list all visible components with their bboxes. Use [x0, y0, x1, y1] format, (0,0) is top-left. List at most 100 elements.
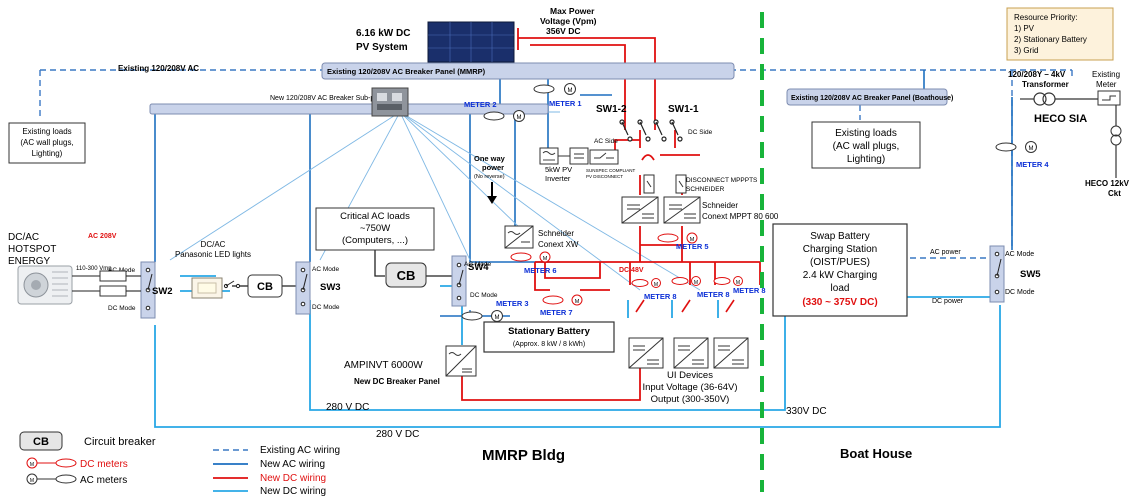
ampinvt-inverter: AMPINVT 6000W New DC Breaker Panel [344, 345, 477, 386]
pv-inverter: 5kW PV Inverter SUNSPEC COMPLIANT PV DIS… [539, 147, 636, 183]
dc48-label: DC 48V [619, 267, 644, 274]
sw5-dc-mode: DC Mode [1005, 289, 1035, 296]
meter-7-label: METER 7 [540, 308, 573, 317]
ac-meter-2: M METER 2 [464, 100, 525, 122]
cb-led-label: CB [257, 281, 273, 293]
conext-xw-line1: Schneider [538, 229, 574, 238]
bus-280-b: 280 V DC [376, 429, 419, 440]
meter-8b-label: METER 8 [697, 290, 730, 299]
ampinvt-label: AMPINVT 6000W [344, 360, 423, 371]
building-boathouse: Boat House [840, 446, 912, 461]
red-wire-hop [641, 154, 655, 161]
one-way-line1: One way [474, 154, 506, 163]
sw1-1-label: SW1-1 [668, 104, 699, 115]
mppt-disconnects: DISCONNECT MPPPTS SCHNEIDER [643, 174, 758, 194]
dc-meter-8b: M METER 8 [671, 276, 730, 299]
dc-meter-6: M METER 6 [510, 251, 557, 275]
controller-links [169, 111, 701, 291]
boathouse-panel-label: Existing 120/208V AC Breaker Panel (Boat… [791, 95, 953, 102]
critical-loads-line3: (Computers, ...) [342, 235, 408, 246]
hotspot-ac208: AC 208V [88, 233, 117, 240]
mppt-disconnect-line1: DISCONNECT MPPPTS [686, 177, 758, 184]
transformer-line2: Transformer [1022, 80, 1069, 89]
transformer-group: 120/208Y – 4kV Transformer Existing Mete… [1008, 70, 1130, 198]
existing-loads-left-line3: Lighting) [32, 149, 63, 158]
cb-critical [385, 262, 427, 288]
sw5-label: SW5 [1020, 269, 1041, 280]
dc-meter-8a: M METER 8 [631, 278, 677, 301]
meter-7-symbol: M [575, 299, 580, 305]
priority-item-2: 2) Stationary Battery [1014, 35, 1087, 44]
heco-sia: HECO SIA [1034, 113, 1087, 125]
critical-loads-line2: ~750W [360, 223, 390, 234]
transformer-line1: 120/208Y – 4kV [1008, 70, 1066, 79]
conext-mppt-line1: Schneider [702, 201, 738, 210]
ac-side-label: AC Side [594, 138, 618, 145]
pv-inverter-line1: 5kW PV [545, 165, 572, 174]
legend-dc-meter-symbol: M [30, 462, 34, 468]
controller-device [371, 87, 409, 117]
swap-line5: load [831, 283, 850, 294]
lightblue-dc-wiring [154, 275, 1001, 428]
existing-loads-left-line2: (AC wall plugs, [20, 138, 73, 147]
vpm-line1: Max Power [550, 6, 595, 16]
meter-8a-symbol: M [654, 282, 658, 288]
sw4-ac-mode: AC Mode [464, 261, 491, 268]
conext-mppt-line2: Conext MPPT 80 600 [702, 212, 779, 221]
controller-graphic [371, 87, 409, 117]
meter-1-symbol: M [568, 88, 573, 94]
swap-line4: 2.4 kW Charging [803, 270, 877, 281]
existing-meter-box [1097, 90, 1121, 106]
critical-loads-box [315, 207, 435, 251]
existing-loads-right-line2: (AC wall plugs, [833, 141, 900, 152]
meter-2-label: METER 2 [464, 100, 497, 109]
meter-1-label: METER 1 [549, 99, 582, 108]
hotspot-energy: DC/AC HOTSPOT ENERGY 110-300 Vmp AC 208V [8, 232, 141, 305]
sw4-dc-mode: DC Mode [470, 292, 498, 299]
dc-breaker-panel-label: New DC Breaker Panel [354, 377, 440, 386]
led-line2: Panasonic LED lights [175, 250, 251, 259]
meter-2-symbol: M [517, 115, 522, 121]
disconnect-line2: PV DISCONNECT [586, 174, 623, 179]
sw5-ac-mode: AC Mode [1005, 251, 1034, 258]
legend: CB Circuit breaker M DC meters M AC mete… [19, 431, 340, 497]
meter-4-label: METER 4 [1016, 160, 1049, 169]
swap-station-box [772, 223, 908, 317]
cb-led [247, 274, 283, 298]
swap-line1: Swap Battery [810, 231, 869, 242]
sw1-2-label: SW1-2 [596, 104, 627, 115]
legend-dc-meters: DC meters [80, 459, 128, 470]
swap-line3: (OIST/PUES) [810, 257, 870, 268]
priority-box [1006, 7, 1114, 61]
meter-6-label: METER 6 [524, 266, 557, 275]
resource-priority-box: Resource Priority: 1) PV 2) Stationary B… [1006, 7, 1114, 61]
ui-devices-line2: Input Voltage (36-64V) [642, 382, 737, 393]
wiring-layer [39, 28, 1073, 428]
ui-device-converters: UI Devices Input Voltage (36-64V) Output… [628, 299, 749, 405]
hotspot-line1: DC/AC [8, 232, 39, 243]
meter-8a-label: METER 8 [644, 292, 677, 301]
hotspot-vmp: 110-300 Vmp [76, 266, 112, 272]
ac-power-label: AC power [930, 249, 961, 256]
boathouse-breaker-panel [786, 88, 948, 106]
legend-new-dc-light: New DC wiring [260, 486, 326, 497]
hotspot-line3: ENERGY [8, 256, 51, 267]
existing-meter-line1: Existing [1092, 70, 1120, 79]
legend-new-ac: New AC wiring [260, 459, 325, 470]
mppt-disconnect-line2: SCHNEIDER [686, 186, 725, 193]
mmrp-panel-label: Existing 120/208V AC Breaker Panel (MMRP… [327, 67, 486, 76]
existing-loads-left-line1: Existing loads [22, 127, 71, 136]
legend-dc-meter-icon: M [26, 457, 77, 469]
led-line1: DC/AC [201, 240, 226, 249]
legend-cb-symbol-text: CB [33, 436, 49, 448]
swap-line6: (330 ~ 375V DC) [802, 297, 877, 308]
conext-mppt: Schneider Conext MPPT 80 600 [621, 196, 779, 224]
critical-loads-line1: Critical AC loads [340, 211, 410, 222]
existing-ac-label: Existing 120/208V AC [118, 64, 199, 73]
meter-3-symbol: M [495, 315, 500, 321]
legend-ac-meters: AC meters [80, 475, 127, 486]
bus-330: 330V DC [786, 406, 827, 417]
conext-xw-line2: Conext XW [538, 240, 579, 249]
meter-8c-symbol: M [736, 280, 740, 286]
vpm-line2: Voltage (Vpm) [540, 16, 597, 26]
